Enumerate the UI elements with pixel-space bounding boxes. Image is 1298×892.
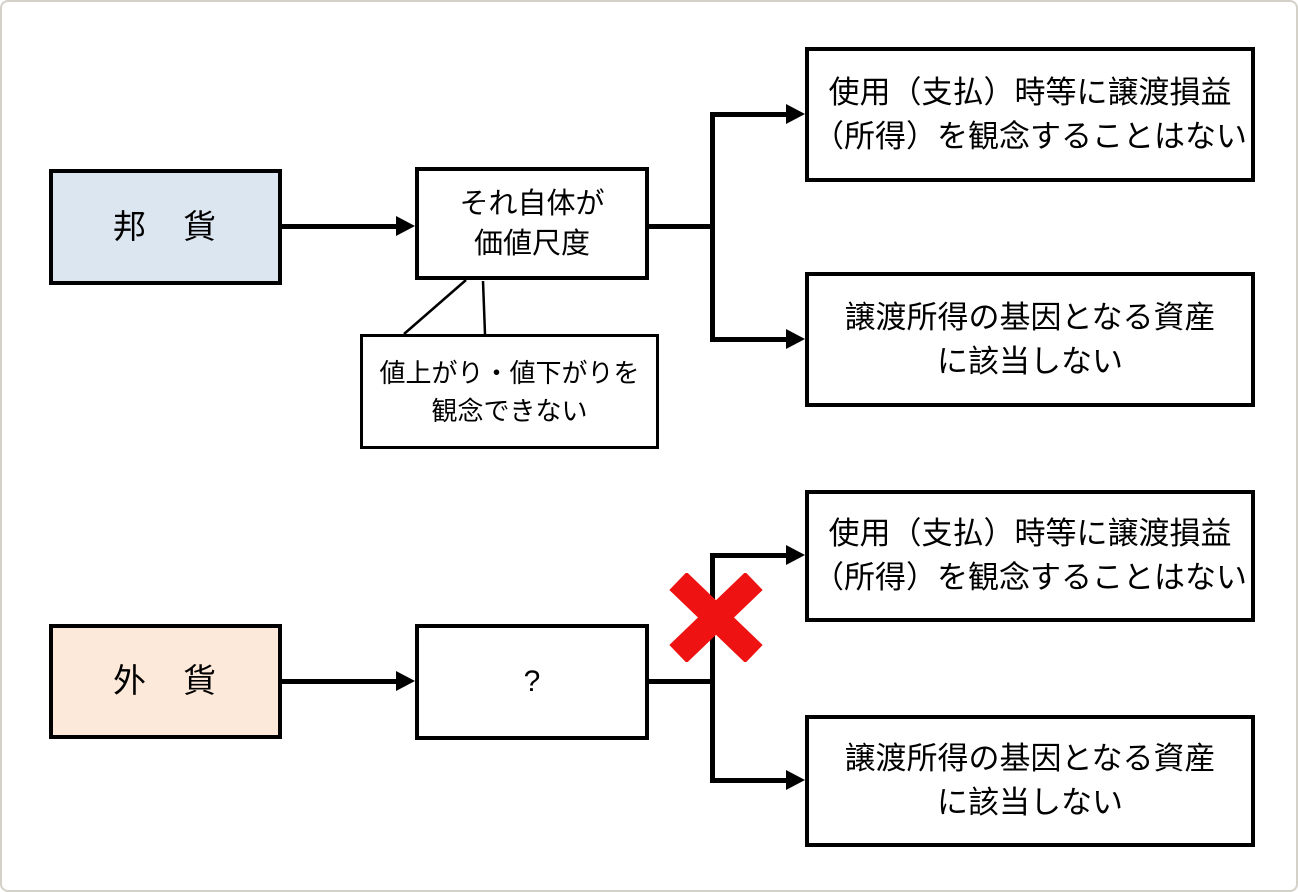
outcome-line1: 譲渡所得の基因となる資産 xyxy=(844,299,1216,335)
branch-vertical-top xyxy=(710,112,715,342)
outcome-not-capital-asset-top-box: 譲渡所得の基因となる資産 に該当しない xyxy=(805,272,1255,407)
measure-of-value-line1: それ自体が xyxy=(459,187,605,220)
outcome-line2: （所得）を観念することはない xyxy=(813,560,1247,595)
connector-cause-to-branch-top xyxy=(649,224,714,229)
arrowhead-icon xyxy=(396,216,415,236)
outcome-line2: に該当しない xyxy=(937,343,1123,379)
connector-branch-to-outcome1-bottom xyxy=(712,553,788,558)
measure-of-value-box: それ自体が 価値尺度 xyxy=(415,167,649,280)
connector-branch-to-outcome2-bottom xyxy=(712,778,788,783)
measure-of-value-line2: 価値尺度 xyxy=(473,227,590,260)
question-box: ? xyxy=(415,624,649,740)
question-label: ? xyxy=(523,664,541,698)
callout-line2: 観念できない xyxy=(431,395,588,426)
outcome-no-gain-on-use-bottom-box: 使用（支払）時等に譲渡損益 （所得）を観念することはない xyxy=(805,490,1255,622)
connector-domestic-to-cause xyxy=(282,224,398,229)
arrowhead-icon xyxy=(396,671,415,691)
arrowhead-icon xyxy=(786,329,805,349)
domestic-currency-label: 邦 貨 xyxy=(113,207,218,245)
connector-branch-to-outcome2-top xyxy=(712,337,788,342)
outcome-not-capital-asset-bottom-box: 譲渡所得の基因となる資産 に該当しない xyxy=(805,715,1255,847)
outcome-line1: 使用（支払）時等に譲渡損益 xyxy=(828,516,1232,551)
connector-branch-to-outcome1-top xyxy=(712,112,788,117)
arrowhead-icon xyxy=(786,770,805,790)
outcome-line1: 使用（支払）時等に譲渡損益 xyxy=(828,74,1232,110)
callout-line1: 値上がり・値下がりを xyxy=(379,357,640,388)
outcome-line2: （所得）を観念することはない xyxy=(813,118,1247,154)
outcome-no-gain-on-use-top-box: 使用（支払）時等に譲渡損益 （所得）を観念することはない xyxy=(805,47,1255,182)
foreign-currency-label: 外 貨 xyxy=(113,662,218,700)
arrowhead-icon xyxy=(786,104,805,124)
callout-pointer-icon xyxy=(403,279,487,335)
foreign-currency-box: 外 貨 xyxy=(49,624,282,739)
outcome-line1: 譲渡所得の基因となる資産 xyxy=(844,741,1216,776)
connector-foreign-to-question xyxy=(282,679,398,684)
arrowhead-icon xyxy=(786,545,805,565)
connector-question-to-branch-bottom xyxy=(649,679,714,684)
outcome-line2: に該当しない xyxy=(937,785,1123,820)
domestic-currency-box: 邦 貨 xyxy=(49,169,282,285)
branch-vertical-bottom xyxy=(710,553,715,783)
no-price-change-callout: 値上がり・値下がりを 観念できない xyxy=(360,334,659,449)
x-mark-icon xyxy=(669,573,763,662)
